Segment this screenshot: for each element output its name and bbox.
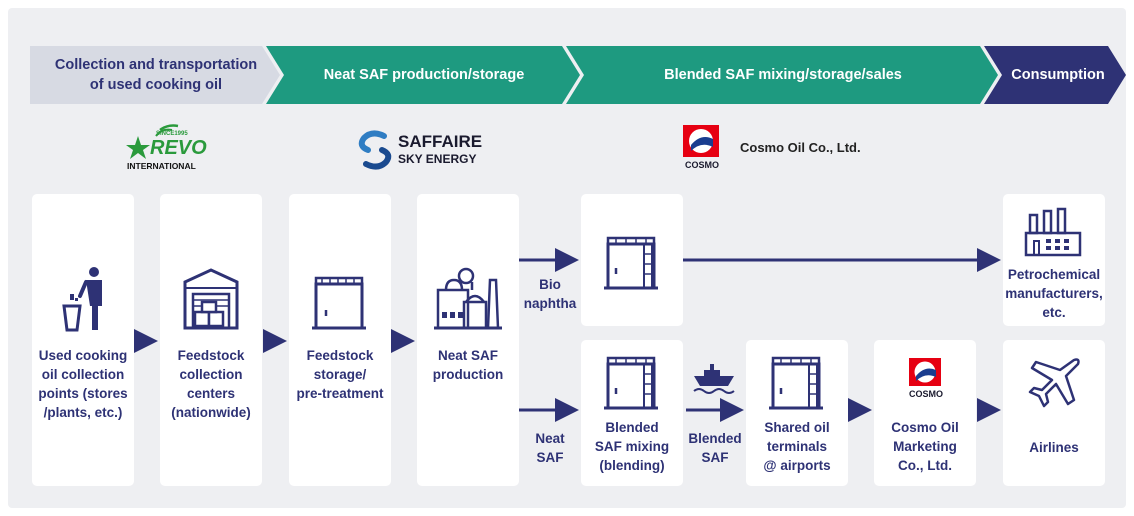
label-collection-centers: Feedstock collection centers (nationwide… (160, 346, 262, 422)
cosmo-marketing-logo-icon (909, 358, 941, 386)
cosmo-logo-icon (683, 125, 719, 157)
saffaire-line1: SAFFAIRE (398, 132, 483, 151)
label-line: Feedstock (306, 348, 374, 363)
bio-tank-icon (604, 236, 658, 290)
label-line: Neat (535, 431, 565, 446)
flow-label-blended-saf: Blended SAF (684, 429, 746, 467)
label-line: Shared oil (764, 420, 830, 435)
stage-blended-line1: Blended SAF mixing/storage/sales (664, 67, 902, 83)
label-production: Neat SAF production (417, 346, 519, 384)
card-production (417, 194, 519, 486)
storage-tank-icon (312, 276, 366, 330)
factory-icon (1024, 207, 1082, 257)
stage-collection-line2: of used cooking oil (89, 77, 223, 93)
label-line: production (432, 367, 504, 382)
stage-blended-shape (566, 46, 998, 104)
saffaire-line2: SKY ENERGY (398, 152, 477, 166)
label-line: pre-treatment (296, 386, 384, 401)
stage-neat-line1: Neat SAF production/storage (323, 67, 525, 83)
refinery-icon (434, 267, 502, 330)
label-line: Neat SAF (437, 348, 498, 363)
stage-collection-shape (30, 46, 280, 104)
label-line: Airlines (1029, 440, 1079, 455)
card-storage (289, 194, 391, 486)
terminal-tank-icon (769, 356, 823, 410)
ship-icon (693, 364, 735, 394)
label-line: Blended (605, 420, 659, 435)
stage-consumption-label: Consumption (1000, 46, 1116, 104)
label-line: oil collection (41, 367, 125, 382)
label-storage: Feedstock storage/ pre-treatment (285, 346, 395, 403)
label-line: storage/ (313, 367, 367, 382)
card-collection-points (32, 194, 134, 486)
card-collection-centers (160, 194, 262, 486)
card-petrochemical (1003, 194, 1105, 326)
card-bio-naphtha-tank (581, 194, 683, 326)
saffaire-logo-icon (358, 130, 392, 170)
revo-logo-icon (126, 124, 179, 159)
flow-label-neat-saf: Neat SAF (520, 429, 580, 467)
stage-blended-label: Blended SAF mixing/storage/sales (584, 46, 982, 104)
label-collection-points: Used cooking oil collection points (stor… (32, 346, 134, 422)
cosmo-badge: COSMO (685, 160, 720, 170)
label-marketing: Cosmo Oil Marketing Co., Ltd. (874, 418, 976, 475)
stage-neat-shape (266, 46, 580, 104)
stage-banner (30, 46, 1126, 104)
label-line: @ airports (763, 458, 831, 473)
label-line: collection (179, 367, 243, 382)
stage-consumption-shape (984, 46, 1126, 104)
label-line: Feedstock (177, 348, 245, 363)
warehouse-icon (183, 268, 239, 330)
label-line: (blending) (599, 458, 665, 473)
label-line: centers (186, 386, 236, 401)
label-line: Bio (539, 277, 561, 292)
label-line: Blended (688, 431, 742, 446)
stage-neat-label: Neat SAF production/storage (284, 46, 564, 104)
label-line: SAF (536, 450, 564, 465)
label-line: etc. (1042, 305, 1066, 320)
label-line: Used cooking (38, 348, 128, 363)
label-blending: Blended SAF mixing (blending) (581, 418, 683, 475)
revo-since: SINCE1995 (156, 131, 188, 137)
recycle-person-icon (62, 267, 102, 332)
label-airlines: Airlines (1003, 438, 1105, 457)
label-line: manufacturers, (1005, 286, 1103, 301)
blending-tank-icon (604, 356, 658, 410)
label-line: points (stores (38, 386, 128, 401)
label-line: /plants, etc.) (43, 405, 123, 420)
stage-consumption-line1: Consumption (1011, 67, 1105, 83)
airplane-icon (1028, 358, 1080, 408)
revo-sub: INTERNATIONAL (127, 161, 196, 171)
label-line: (nationwide) (171, 405, 251, 420)
label-line: naphtha (523, 296, 577, 311)
label-line: Cosmo Oil (891, 420, 959, 435)
label-line: Petrochemical (1007, 267, 1101, 282)
cosmo-company-name: Cosmo Oil Co., Ltd. (740, 140, 861, 155)
label-line: Marketing (893, 439, 957, 454)
label-line: terminals (766, 439, 828, 454)
cosmo-marketing-badge: COSMO (909, 389, 944, 399)
card-airlines (1003, 340, 1105, 486)
stage-collection-line1: Collection and transportation (54, 57, 258, 73)
flow-label-bio-naphtha: Bio naphtha (520, 275, 580, 313)
label-line: Co., Ltd. (898, 458, 952, 473)
label-line: SAF (701, 450, 729, 465)
label-line: SAF mixing (594, 439, 670, 454)
label-terminals: Shared oil terminals @ airports (746, 418, 848, 475)
stage-collection-label: Collection and transportation of used coo… (40, 46, 272, 104)
revo-name: REVO (150, 137, 207, 159)
label-petrochemical: Petrochemical manufacturers, etc. (1000, 265, 1108, 322)
